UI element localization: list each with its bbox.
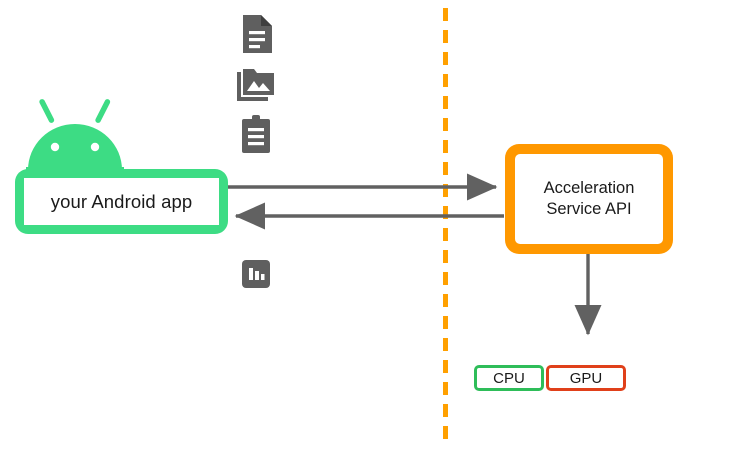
acceleration-service-box-inner: Acceleration Service API [515, 154, 663, 244]
acceleration-service-label-line1: Acceleration [543, 178, 635, 197]
photo-library-icon [236, 62, 276, 106]
process-boundary-divider [443, 8, 448, 448]
bar-chart-icon [236, 252, 276, 296]
client-app-box[interactable]: your Android app [15, 169, 228, 234]
acceleration-service-label-line2: Service API [546, 200, 632, 218]
client-app-box-inner: your Android app [24, 178, 219, 225]
android-robot-logo [22, 96, 128, 174]
client-app-label: your Android app [50, 190, 193, 212]
gpu-chip-label: GPU [569, 369, 603, 387]
document-icon [236, 12, 276, 56]
cpu-chip-label: CPU [493, 369, 525, 387]
clipboard-icon [236, 112, 276, 156]
data-icons-column [236, 12, 276, 288]
gpu-chip[interactable]: GPU [546, 365, 626, 391]
cpu-chip[interactable]: CPU [474, 365, 544, 391]
acceleration-service-box[interactable]: Acceleration Service API [505, 144, 673, 254]
